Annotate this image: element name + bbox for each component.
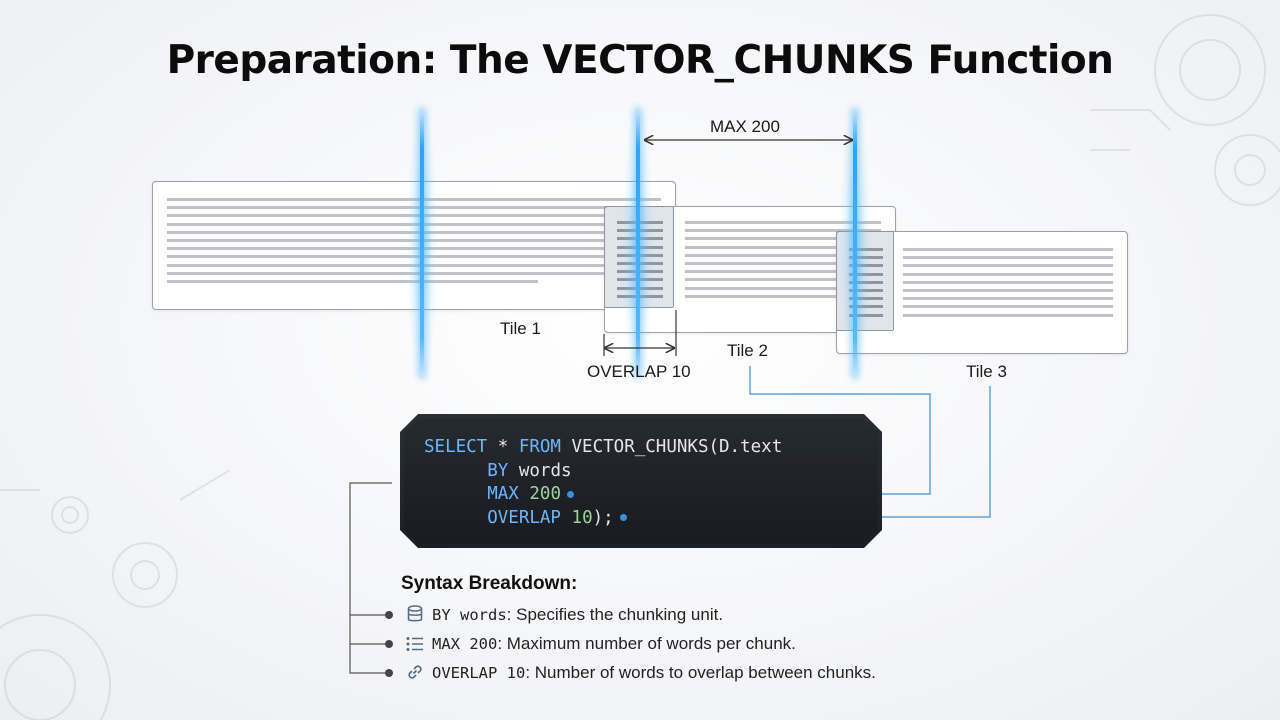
- code-keyword-from: FROM: [518, 437, 561, 457]
- link-icon: [404, 663, 426, 682]
- tile-2-label: Tile 2: [727, 341, 768, 360]
- code-panel: [404, 418, 878, 544]
- overlap-10-label: OVERLAP 10: [587, 362, 691, 381]
- split-beam-3: [840, 108, 870, 378]
- split-beam-2: [623, 108, 653, 378]
- breakdown-item-max-200: MAX 200: Maximum number of words per chu…: [404, 634, 796, 654]
- tile-3: [836, 231, 1128, 354]
- syntax-breakdown-title: Syntax Breakdown:: [401, 573, 578, 594]
- breakdown-item-overlap-10: OVERLAP 10: Number of words to overlap b…: [404, 663, 876, 683]
- tile-3-text-lines: [903, 248, 1113, 322]
- code-keyword-overlap: OVERLAP: [487, 507, 561, 528]
- tile-2-text-lines: [685, 221, 881, 303]
- page-title: Preparation: The VECTOR_CHUNKS Function: [166, 38, 1114, 83]
- tile-1-label: Tile 1: [500, 319, 541, 338]
- overlap-connector-dot: [619, 514, 627, 521]
- split-beam-1: [407, 108, 437, 378]
- tile-3-label: Tile 3: [966, 362, 1007, 381]
- gear-decoration-top-right-icon: [1090, 14, 1280, 206]
- list-icon: [404, 636, 426, 653]
- max-200-label: MAX 200: [710, 117, 780, 136]
- breakdown-item-by-words: BY words: Specifies the chunking unit.: [404, 605, 723, 625]
- database-icon: [404, 605, 426, 624]
- code-keyword-max: MAX: [487, 484, 519, 504]
- code-keyword-by: BY: [487, 460, 509, 481]
- sql-code-block: SELECT * FROM VECTOR_CHUNKS(D.text BY wo…: [424, 437, 783, 528]
- gear-decoration-bottom-left-icon: [0, 470, 230, 720]
- max-connector-dot: [566, 490, 574, 498]
- code-keyword-select: SELECT: [424, 437, 488, 457]
